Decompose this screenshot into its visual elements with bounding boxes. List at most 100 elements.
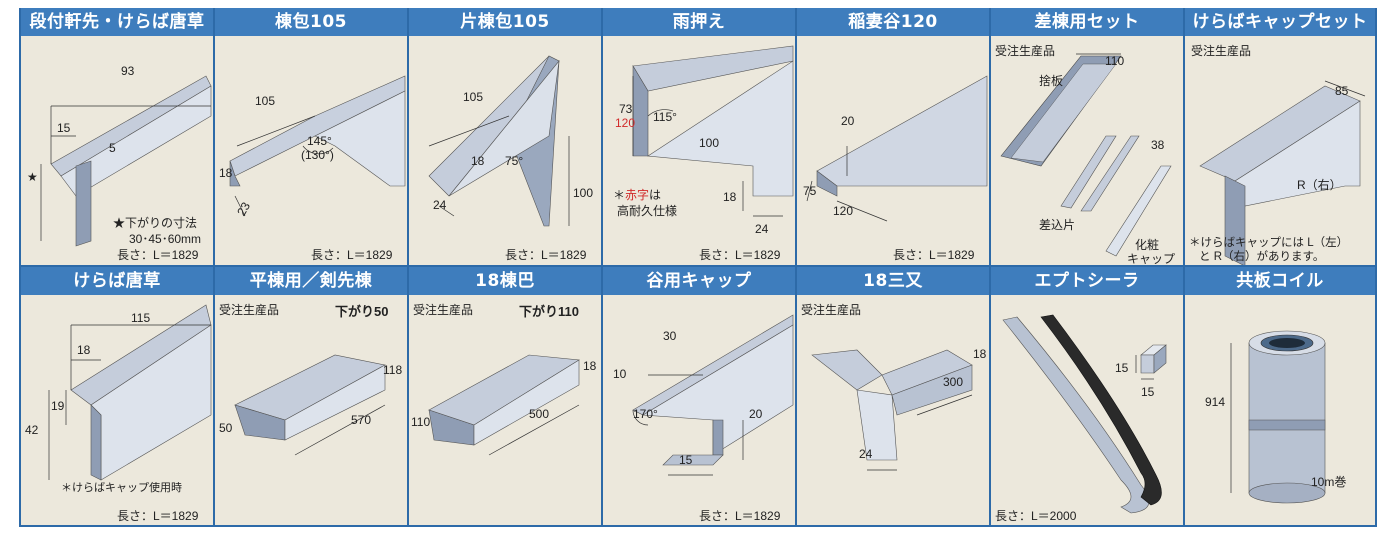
product-title: 片棟包105 xyxy=(409,8,601,36)
length-label: 長さ：L＝1829 xyxy=(311,248,393,262)
product-illustration xyxy=(1000,53,1172,257)
note-line-1: ＊けらばキャップ使用時 xyxy=(61,482,182,494)
dim-15: 15 xyxy=(679,453,693,467)
dim-20: 20 xyxy=(749,407,763,421)
roll-length: 10m巻 xyxy=(1311,475,1347,489)
product-cell-sashimune-set[interactable]: 差棟用セット 受注生産品 110 38 捨板 差込片 化粧 キャップ xyxy=(989,8,1183,267)
order-only: 受注生産品 xyxy=(995,44,1056,58)
dim-15: 15 xyxy=(57,121,71,135)
product-title: 谷用キャップ xyxy=(603,267,795,295)
order-only: 受注生産品 xyxy=(801,303,862,317)
dim-5: 5 xyxy=(109,141,116,155)
dim-height: 15 xyxy=(1115,361,1129,375)
dim-18: 18 xyxy=(471,154,485,168)
product-cell-tomoita-coil[interactable]: 共板コイル 914 10m巻 xyxy=(1183,267,1377,527)
dim-18: 18 xyxy=(219,166,233,180)
product-cell-inazuma-tani-120[interactable]: 稲妻谷120 20 75 120 長さ：L＝1829 xyxy=(795,8,989,267)
dim-100: 100 xyxy=(699,136,720,150)
product-title: 共板コイル xyxy=(1185,267,1375,295)
product-title: けらばキャップセット xyxy=(1185,8,1375,36)
side-label: R（右） xyxy=(1297,178,1342,192)
product-illustration xyxy=(1230,330,1326,504)
product-illustration xyxy=(632,314,794,476)
product-catalog-grid: 段付軒先・けらば唐草 93 15 5 ★ ★下がりの寸法 30･45･60mm … xyxy=(19,8,1377,527)
product-illustration xyxy=(428,55,570,227)
dim-38: 38 xyxy=(1151,138,1165,152)
dim-width: 15 xyxy=(1141,385,1155,399)
product-illustration xyxy=(234,354,386,456)
dim-93: 93 xyxy=(121,64,135,78)
star-mark: ★ xyxy=(27,170,38,184)
dim-110: 110 xyxy=(1105,54,1125,68)
length-label: 長さ：L＝1829 xyxy=(699,509,781,523)
length-label: 長さ：L＝2000 xyxy=(995,509,1077,523)
dim-105: 105 xyxy=(463,90,484,104)
dim-42: 42 xyxy=(25,423,39,437)
dim-30: 30 xyxy=(663,329,677,343)
label-kesho: 化粧 xyxy=(1135,238,1160,252)
dim-10: 10 xyxy=(613,367,627,381)
dim-24: 24 xyxy=(755,222,769,236)
dim-73: 73 xyxy=(619,102,633,116)
product-illustration xyxy=(1002,314,1167,514)
dim-24: 24 xyxy=(433,198,447,212)
order-only: 受注生産品 xyxy=(1191,44,1252,58)
product-cell-hiramune-kensaki[interactable]: 平棟用／剣先棟 受注生産品 下がり50 118 50 570 xyxy=(213,267,407,527)
length-label: 長さ：L＝1829 xyxy=(893,248,975,262)
dim-18: 18 xyxy=(77,343,91,357)
dim-angle: 115° xyxy=(653,110,677,124)
product-cell-dantsuki-nokisaki[interactable]: 段付軒先・けらば唐草 93 15 5 ★ ★下がりの寸法 30･45･60mm … xyxy=(19,8,213,267)
dim-300: 300 xyxy=(943,375,964,389)
product-illustration xyxy=(1199,80,1366,265)
drop-label: 下がり110 xyxy=(519,304,579,319)
product-title: 18棟巴 xyxy=(409,267,601,295)
product-cell-ept-sealer[interactable]: エプトシーラ 15 15 長さ：L＝2000 xyxy=(989,267,1183,527)
drop-label: 下がり50 xyxy=(335,304,389,319)
dim-20: 20 xyxy=(841,114,855,128)
product-cell-keraba-karakusa[interactable]: けらば唐草 115 18 19 42 ＊けらばキャップ使用時 長さ：L＝1829 xyxy=(19,267,213,527)
length-label: 長さ：L＝1829 xyxy=(117,509,199,523)
note-line-2: と R（右）があります。 xyxy=(1199,251,1325,263)
product-title: 平棟用／剣先棟 xyxy=(215,267,407,295)
product-cell-18-munadomoe[interactable]: 18棟巴 受注生産品 下がり110 18 110 500 xyxy=(407,267,601,527)
dim-18: 18 xyxy=(973,347,987,361)
label-suteita: 捨板 xyxy=(1039,74,1064,88)
product-cell-tani-cap[interactable]: 谷用キャップ 30 10 170° 20 15 長さ：L＝1829 xyxy=(601,267,795,527)
dim-85: 85 xyxy=(1335,84,1349,98)
dim-50: 50 xyxy=(219,421,233,435)
dim-100: 100 xyxy=(573,186,594,200)
product-title: エプトシーラ xyxy=(991,267,1183,295)
product-cell-keraba-cap-set[interactable]: けらばキャップセット 受注生産品 85 R（右） ＊けらばキャップには L（左）… xyxy=(1183,8,1377,267)
dim-18: 18 xyxy=(583,359,597,373)
product-illustration xyxy=(40,75,212,247)
product-illustration xyxy=(806,75,988,222)
product-illustration xyxy=(428,354,580,456)
product-illustration xyxy=(811,349,973,471)
order-only: 受注生産品 xyxy=(413,303,474,317)
note-line-2: 30･45･60mm xyxy=(129,232,202,246)
dim-118: 118 xyxy=(383,363,403,377)
product-cell-kata-munazutsumi-105[interactable]: 片棟包105 105 18 75° 24 100 長さ：L＝1829 xyxy=(407,8,601,267)
note-red: ＊赤字は xyxy=(613,188,662,202)
dim-75: 75 xyxy=(803,184,817,198)
dim-120-red: 120 xyxy=(615,116,636,130)
product-title: 稲妻谷120 xyxy=(797,8,989,36)
length-label: 長さ：L＝1829 xyxy=(699,248,781,262)
product-title: 雨押え xyxy=(603,8,795,36)
product-title: 棟包105 xyxy=(215,8,407,36)
dim-18: 18 xyxy=(723,190,737,204)
dim-angle-alt: (130°) xyxy=(301,148,334,162)
product-cell-18-mitsumata[interactable]: 18三又 受注生産品 18 300 24 xyxy=(795,267,989,527)
dim-19: 19 xyxy=(51,399,65,413)
dim-105: 105 xyxy=(255,94,276,108)
product-title: けらば唐草 xyxy=(21,267,213,295)
product-illustration xyxy=(632,45,794,217)
dim-angle: 75° xyxy=(505,154,524,168)
note-line-1: ★下がりの寸法 xyxy=(113,216,198,230)
dim-110: 110 xyxy=(411,415,431,429)
product-cell-amaosae[interactable]: 雨押え 73 120 115° 100 18 24 ＊赤字は 高耐久仕様 長さ：… xyxy=(601,8,795,267)
note-line-2: 高耐久仕様 xyxy=(617,204,678,218)
product-cell-munazutsumi-105[interactable]: 棟包105 105 145° (130°) 18 23 長さ：L＝1829 xyxy=(213,8,407,267)
dim-914: 914 xyxy=(1205,395,1226,409)
dim-120: 120 xyxy=(833,204,854,218)
